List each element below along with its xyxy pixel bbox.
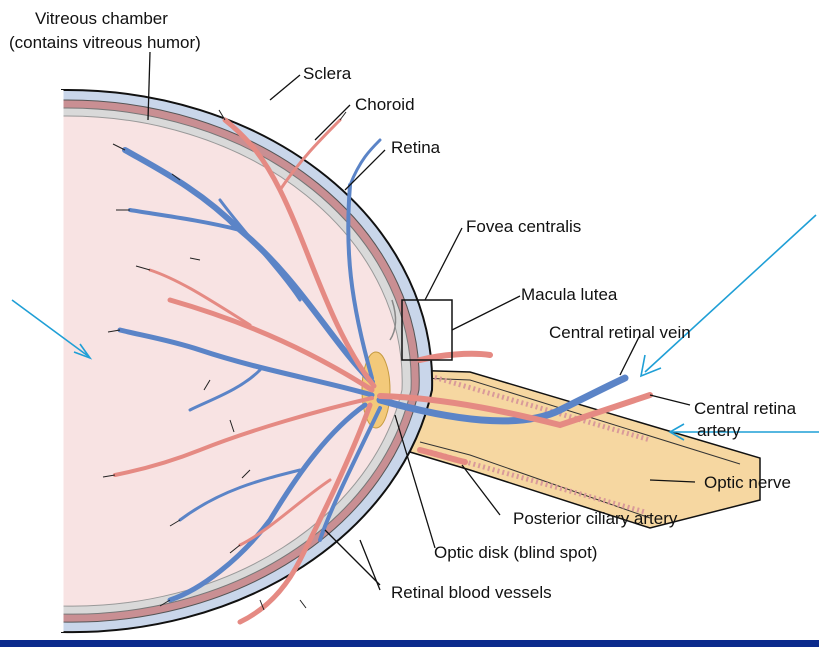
- label-choroid: Choroid: [355, 95, 415, 114]
- label-optic-disk: Optic disk (blind spot): [434, 543, 597, 562]
- label-vein: Central retinal vein: [549, 323, 691, 342]
- label-artery-line1: Central retina: [694, 399, 797, 418]
- label-artery-line2: artery: [697, 421, 741, 440]
- label-vitreous-line1: Vitreous chamber: [35, 9, 168, 28]
- label-retina: Retina: [391, 138, 441, 157]
- label-macula: Macula lutea: [521, 285, 618, 304]
- label-vessels: Retinal blood vessels: [391, 583, 552, 602]
- label-sclera: Sclera: [303, 64, 352, 83]
- label-vitreous-line2: (contains vitreous humor): [9, 33, 201, 52]
- label-fovea: Fovea centralis: [466, 217, 581, 236]
- label-optic-nerve: Optic nerve: [704, 473, 791, 492]
- label-ciliary: Posterior ciliary artery: [513, 509, 678, 528]
